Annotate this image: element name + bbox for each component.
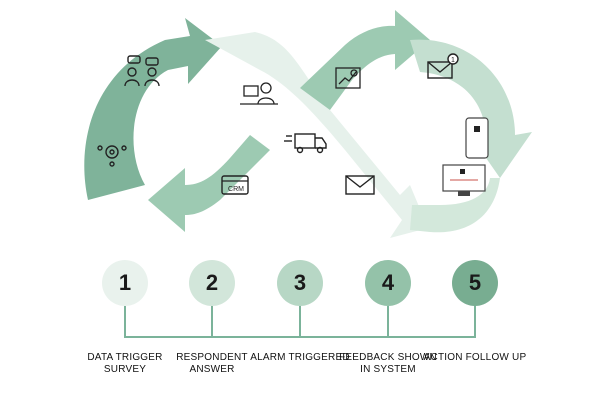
svg-text:1: 1 <box>451 57 455 64</box>
loop-arc-left <box>84 18 222 200</box>
gear-network-icon <box>97 145 127 167</box>
step-2-label: RESPONDENT ANSWER <box>176 352 248 375</box>
step-5-circle: 5 <box>452 260 498 306</box>
step-2-circle: 2 <box>189 260 235 306</box>
step-4-connector <box>387 306 389 338</box>
svg-text:CRM: CRM <box>228 186 244 193</box>
smartphone-icon <box>465 117 489 159</box>
step-5-connector <box>474 306 476 338</box>
desktop-monitor-icon <box>442 164 486 196</box>
envelope-icon <box>345 175 375 195</box>
loop-arc-lower-left <box>148 135 270 232</box>
step-1-circle: 1 <box>102 260 148 306</box>
loop-arc-right-lower <box>410 178 500 233</box>
loop-arc-right <box>410 39 532 178</box>
step-5-label: ACTION FOLLOW UP <box>423 352 527 363</box>
step-1-connector <box>124 306 126 338</box>
step-3-connector <box>299 306 301 338</box>
step-2-connector <box>211 306 213 338</box>
step-4-label: FEEDBACK SHOWN IN SYSTEM <box>339 352 437 375</box>
step-1-label: DATA TRIGGER SURVEY <box>87 352 163 375</box>
step-3-circle: 3 <box>277 260 323 306</box>
loop-band-center <box>205 32 428 238</box>
dashboard-chart-icon <box>335 67 361 89</box>
loop-arc-upper-right <box>300 10 430 110</box>
chat-people-icon <box>124 55 160 87</box>
step-3-label: ALARM TRIGGERED <box>250 352 350 363</box>
email-notification-icon: 1 <box>427 53 459 79</box>
delivery-truck-icon <box>284 133 327 154</box>
support-agent-icon <box>240 82 278 105</box>
crm-browser-icon: CRM <box>221 175 249 195</box>
step-4-circle: 4 <box>365 260 411 306</box>
infinity-loop-diagram: CRM 1 <box>84 10 532 238</box>
